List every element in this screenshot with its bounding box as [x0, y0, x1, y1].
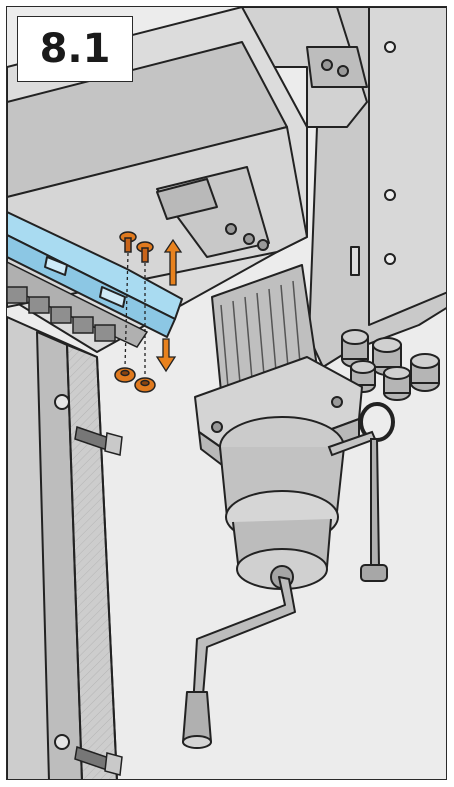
assembly-illustration [7, 7, 446, 779]
step-number-badge: 8.1 [17, 16, 133, 82]
arrow-down-icon [155, 338, 177, 373]
nuts-bottom [114, 367, 156, 393]
illustration-frame: 8.1 [6, 6, 447, 780]
toothed-rack [7, 261, 149, 348]
nut-icon [134, 377, 156, 393]
highlighted-rail [7, 211, 183, 338]
arrow-up-icon [163, 238, 183, 286]
step-number: 8.1 [39, 26, 111, 72]
screw-icon [136, 241, 154, 263]
nut-icon [114, 367, 136, 383]
brake-assembly [194, 356, 363, 590]
alignment-lines [124, 252, 146, 377]
hand-crank [182, 576, 296, 749]
release-lever [327, 402, 395, 582]
threaded-bolts [74, 426, 123, 776]
screw-icon [119, 231, 137, 253]
vertical-post [7, 316, 118, 779]
screws-top [119, 231, 154, 263]
cable-glands [341, 329, 440, 401]
